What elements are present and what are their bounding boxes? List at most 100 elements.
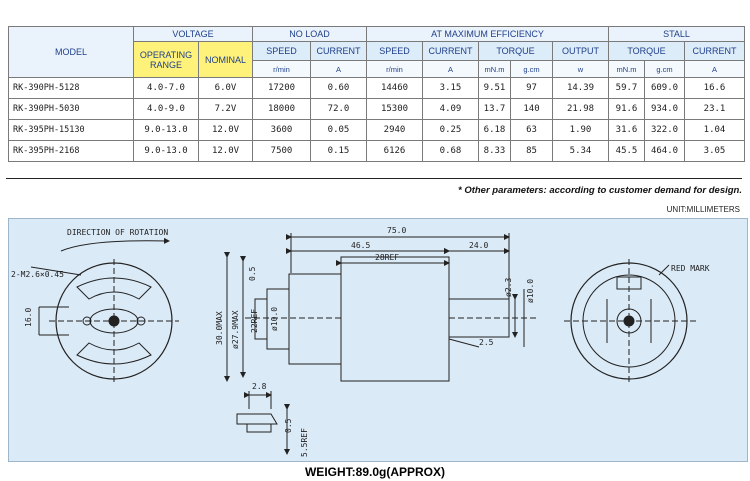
design-note: * Other parameters: according to custome… <box>6 178 742 196</box>
cell-me-torque-gcm: 140 <box>510 98 554 120</box>
header-operating-range-line1: OPERATING <box>139 49 193 60</box>
cell-me-torque-mnm: 6.18 <box>478 119 512 141</box>
cell-nl-speed: 17200 <box>252 77 311 99</box>
cell-model: RK-390PH-5030 <box>8 98 134 120</box>
header-me-current: CURRENT <box>422 41 480 61</box>
cell-model: RK-395PH-15130 <box>8 119 134 141</box>
cell-st-current: 16.6 <box>684 77 746 99</box>
cell-nominal: 12.0V <box>198 140 253 162</box>
dim-16: 16.0 <box>24 308 33 327</box>
cell-me-torque-gcm: 63 <box>510 119 554 141</box>
header-st-current: CURRENT <box>684 41 746 61</box>
spec-table: MODEL VOLTAGE NO LOAD AT MAXIMUM EFFICIE… <box>8 26 746 162</box>
unit-st-torque-gcm: g.cm <box>644 60 686 78</box>
header-operating-range: OPERATING RANGE <box>133 41 199 78</box>
unit-st-torque-mnm: mN.m <box>608 60 646 78</box>
bottom-detail-view <box>236 391 290 455</box>
header-max-efficiency: AT MAXIMUM EFFICIENCY <box>366 26 610 42</box>
direction-label: DIRECTION OF ROTATION <box>67 228 168 237</box>
cell-nominal: 12.0V <box>198 119 253 141</box>
dim-27-9max: ø27.9MAX <box>231 310 240 349</box>
cell-me-torque-gcm: 85 <box>510 140 554 162</box>
cell-st-torque-gcm: 934.0 <box>644 98 686 120</box>
header-stall: STALL <box>608 26 746 42</box>
cell-me-torque-mnm: 9.51 <box>478 77 512 99</box>
dim-2-5: 2.5 <box>479 338 494 347</box>
cell-me-current: 3.15 <box>422 77 480 99</box>
motor-drawing: DIRECTION OF ROTATION 2-M2.6×0.45 16.0 7… <box>8 218 748 462</box>
cell-st-current: 23.1 <box>684 98 746 120</box>
unit-nl-current: A <box>309 60 368 78</box>
header-me-speed: SPEED <box>366 41 424 61</box>
cell-me-output: 1.90 <box>552 119 610 141</box>
dim-2-3: ø2.3 <box>504 278 513 297</box>
cell-model: RK-390PH-5128 <box>8 77 134 99</box>
cell-me-speed: 6126 <box>366 140 424 162</box>
cell-st-torque-mnm: 45.5 <box>608 140 646 162</box>
dim-10-right: ø10.0 <box>526 279 535 303</box>
header-me-output: OUTPUT <box>552 41 610 61</box>
weight-label: WEIGHT:89.0g(APPROX) <box>304 465 445 479</box>
cell-me-current: 4.09 <box>422 98 480 120</box>
cell-me-speed: 15300 <box>366 98 424 120</box>
header-no-load: NO LOAD <box>251 26 368 42</box>
cell-me-current: 0.68 <box>422 140 480 162</box>
unit-st-current: A <box>684 60 746 78</box>
cell-nl-current: 72.0 <box>309 98 368 120</box>
dim-10: ø10.0 <box>270 307 279 331</box>
cell-nominal: 7.2V <box>198 98 253 120</box>
cell-nl-speed: 7500 <box>252 140 311 162</box>
cell-st-torque-mnm: 91.6 <box>608 98 646 120</box>
unit-me-torque-mnm: mN.m <box>478 60 512 78</box>
cell-range: 4.0-7.0 <box>133 77 199 99</box>
cell-st-torque-gcm: 464.0 <box>644 140 686 162</box>
cell-nl-speed: 18000 <box>252 98 311 120</box>
header-operating-range-line2: RANGE <box>149 59 182 70</box>
cell-nl-current: 0.15 <box>309 140 368 162</box>
red-mark-label: RED MARK <box>671 264 710 273</box>
header-st-torque: TORQUE <box>608 41 686 61</box>
dim-30max: 30.0MAX <box>215 311 224 345</box>
unit-me-torque-gcm: g.cm <box>510 60 554 78</box>
unit-me-output: w <box>552 60 610 78</box>
header-nl-speed: SPEED <box>252 41 311 61</box>
unit-nl-speed: r/min <box>252 60 311 78</box>
dim-5-5ref: 5.5REF <box>300 428 309 457</box>
dim-28ref: 28REF <box>375 253 399 262</box>
header-nl-current: CURRENT <box>309 41 368 61</box>
unit-me-speed: r/min <box>366 60 424 78</box>
cell-st-torque-gcm: 322.0 <box>644 119 686 141</box>
cell-st-torque-gcm: 609.0 <box>644 77 686 99</box>
dim-2-8: 2.8 <box>252 382 267 391</box>
dim-22ref: 22REF <box>250 309 259 333</box>
cell-nominal: 6.0V <box>198 77 253 99</box>
unit-note: UNIT:MILLIMETERS <box>666 205 740 214</box>
header-model: MODEL <box>8 26 134 78</box>
dim-0-5-top: 0.5 <box>248 266 257 281</box>
cell-st-current: 1.04 <box>684 119 746 141</box>
cell-me-torque-gcm: 97 <box>510 77 554 99</box>
cell-me-speed: 14460 <box>366 77 424 99</box>
cell-me-output: 5.34 <box>552 140 610 162</box>
cell-st-current: 3.05 <box>684 140 746 162</box>
unit-me-current: A <box>422 60 480 78</box>
dim-24: 24.0 <box>469 241 488 250</box>
cell-range: 9.0-13.0 <box>133 119 199 141</box>
dim-0-5-bottom: 0.5 <box>284 418 293 433</box>
cell-me-speed: 2940 <box>366 119 424 141</box>
left-end-view <box>30 237 179 384</box>
cell-me-output: 21.98 <box>552 98 610 120</box>
side-view <box>224 233 539 382</box>
cell-range: 4.0-9.0 <box>133 98 199 120</box>
cell-st-torque-mnm: 31.6 <box>608 119 646 141</box>
right-end-view <box>564 259 699 384</box>
cell-range: 9.0-13.0 <box>133 140 199 162</box>
header-me-torque: TORQUE <box>478 41 554 61</box>
dim-75: 75.0 <box>387 226 406 235</box>
cell-nl-current: 0.60 <box>309 77 368 99</box>
cell-nl-speed: 3600 <box>252 119 311 141</box>
